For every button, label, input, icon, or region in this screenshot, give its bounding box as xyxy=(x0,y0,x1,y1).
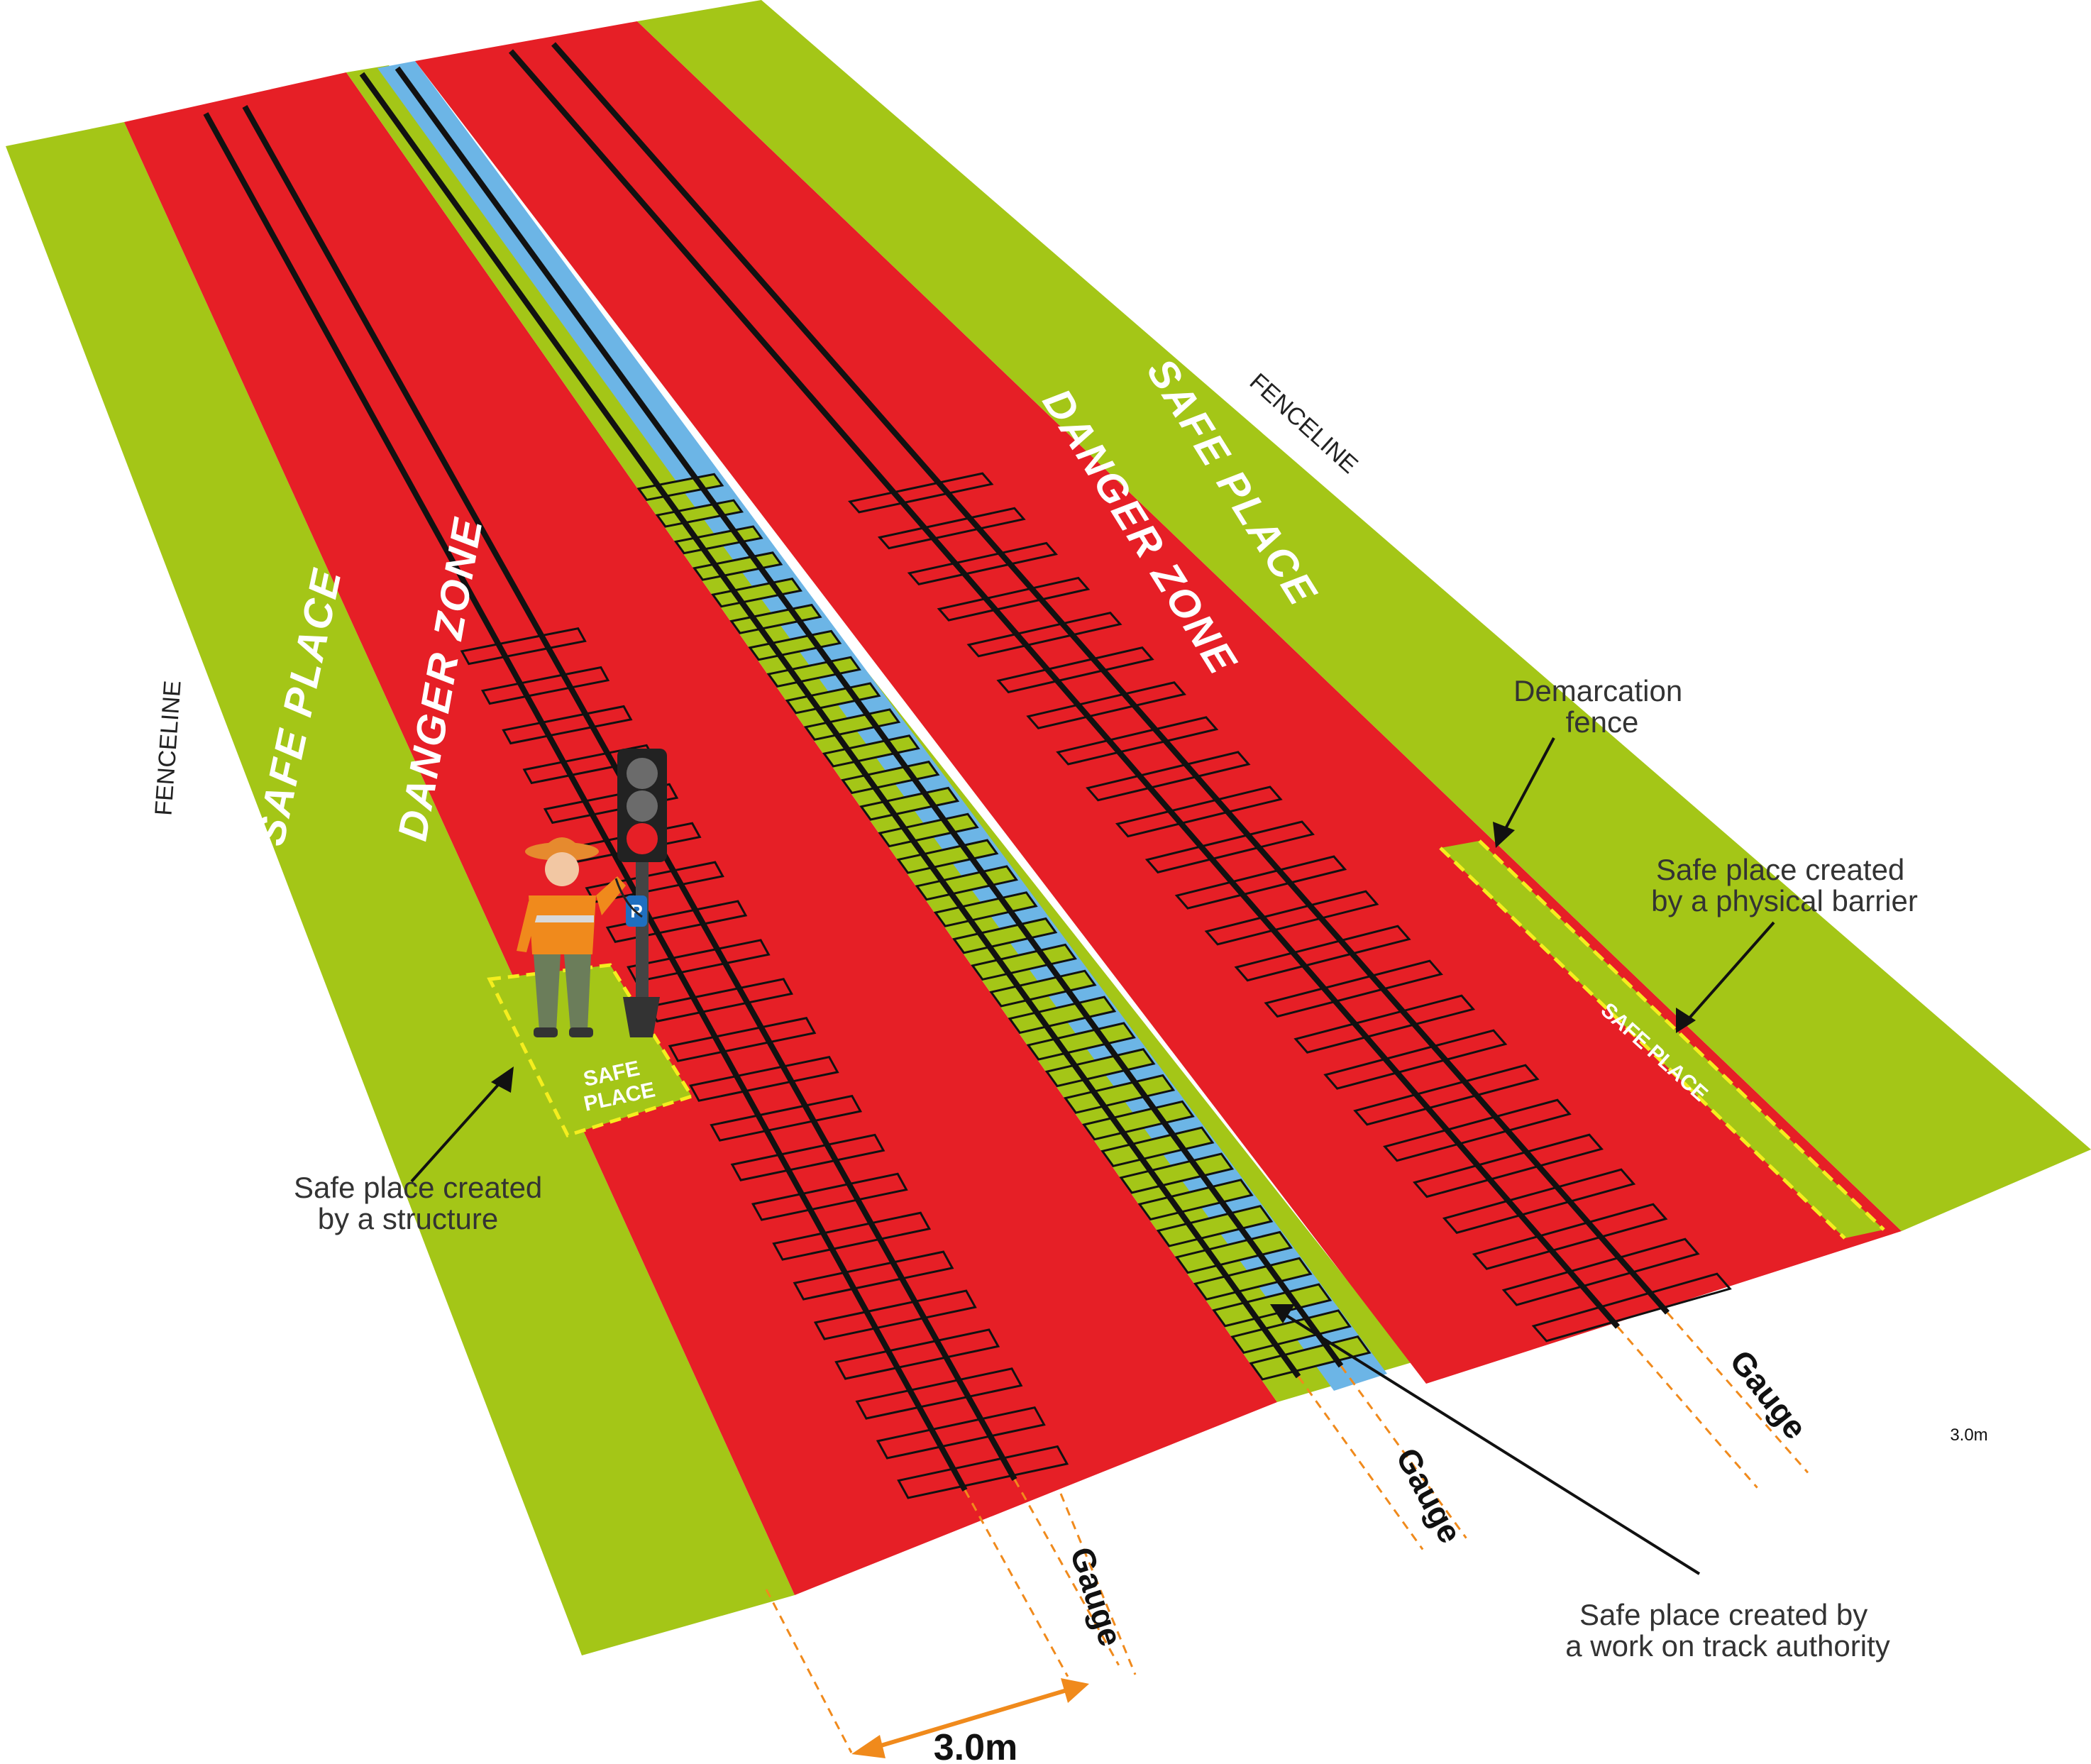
svg-text:Demarcation fence: Demarcation fence xyxy=(1513,674,1691,739)
svg-text:Safe place created by a wo: Safe place created by a work on track au… xyxy=(1565,1598,1890,1663)
sleeper-right xyxy=(1472,1203,1668,1270)
sleeper-middle xyxy=(693,551,783,581)
sleeper-middle xyxy=(896,839,999,874)
sleeper-middle xyxy=(878,812,979,848)
sleeper-right xyxy=(1264,959,1443,1018)
gauge-line-left-2 xyxy=(1013,1479,1120,1666)
barrier-callout-line1: Safe place created xyxy=(1656,853,1904,886)
sleeper-right xyxy=(1323,1029,1508,1090)
sleeper-middle xyxy=(1008,996,1117,1035)
rail-middle-1 xyxy=(359,72,1301,1379)
safe-place-right-band xyxy=(637,0,2091,1231)
sleeper-middle xyxy=(803,708,901,742)
dimension-extension-line-2 xyxy=(1059,1493,1137,1675)
sleeper-right xyxy=(1383,1098,1572,1162)
sleeper-middle xyxy=(1044,1048,1156,1088)
gauge-label-middle: Gauge xyxy=(1389,1442,1469,1549)
sleeper-middle xyxy=(1063,1074,1176,1114)
gauge-extension-lines xyxy=(765,1312,1809,1753)
demarcation-callout-line1: Demarcation xyxy=(1513,674,1682,707)
sleeper-middle xyxy=(636,473,724,502)
gauge-label-right: Gauge xyxy=(1723,1343,1814,1446)
svg-text:Safe place created by a ph: Safe place created by a physical barrier xyxy=(1651,853,1918,917)
danger-zone-left-band xyxy=(124,72,1277,1595)
sleeper-right xyxy=(1234,925,1411,982)
safe-place-barrier-strip xyxy=(1440,841,1884,1238)
sleeper-middle xyxy=(729,603,822,634)
sleeper-middle xyxy=(989,969,1097,1008)
sleeper-right xyxy=(1353,1064,1540,1126)
demarcation-fence xyxy=(1439,839,1885,1240)
sleeper-middle xyxy=(1174,1230,1293,1274)
gauge-line-left-1 xyxy=(964,1489,1069,1677)
sleeper-middle xyxy=(915,865,1019,901)
gauge-line-middle-2 xyxy=(1340,1365,1467,1539)
rail-right-2 xyxy=(551,42,1670,1315)
dimension-arrow xyxy=(851,1678,1089,1758)
sleeper-middle xyxy=(1193,1257,1313,1301)
sleeper-middle xyxy=(822,734,920,768)
fenceline-left-label: FENCELINE xyxy=(150,680,186,817)
sleeper-middle xyxy=(673,525,763,555)
structure-callout-line1: Safe place created xyxy=(294,1171,542,1204)
sleeper-right xyxy=(1293,994,1476,1054)
sleeper-middle xyxy=(971,943,1077,981)
rail-middle-2 xyxy=(395,66,1344,1368)
callout-arrows xyxy=(410,737,1775,1575)
sleeper-middle xyxy=(1137,1179,1254,1221)
dimension-extension-line-1 xyxy=(765,1589,853,1753)
barrier-callout-line2: by a physical barrier xyxy=(1651,884,1918,917)
gauge-line-middle-1 xyxy=(1297,1376,1424,1550)
sleeper-right xyxy=(1412,1133,1604,1198)
safe-place-left-band xyxy=(6,122,795,1655)
rail-left-1 xyxy=(203,112,968,1492)
sleeper-right xyxy=(1531,1272,1732,1343)
sleeper-right xyxy=(1501,1237,1700,1306)
sleeper-middle xyxy=(933,891,1038,927)
gauge-label-left: Gauge xyxy=(1063,1543,1130,1650)
sleeper-middle xyxy=(1156,1204,1274,1247)
authority-callout-line1: Safe place created by xyxy=(1579,1598,1867,1631)
demarcation-callout-line2: fence xyxy=(1566,705,1639,739)
sleeper-middle xyxy=(841,760,940,795)
sleeper-middle xyxy=(1082,1100,1195,1141)
svg-text:Safe place created by a st: Safe place created by a structure xyxy=(294,1171,551,1235)
sleeper-middle xyxy=(711,578,802,608)
callout-arrowheads xyxy=(491,822,1696,1323)
sleeper-middle xyxy=(1119,1152,1235,1194)
sleeper-middle xyxy=(1230,1309,1352,1355)
authority-callout-line2: a work on track authority xyxy=(1565,1629,1890,1663)
sleeper-middle xyxy=(859,786,960,821)
gauge-line-right-1 xyxy=(1616,1326,1758,1489)
sleeper-middle xyxy=(748,629,842,661)
sleeper-middle xyxy=(1100,1126,1215,1167)
gauge-line-right-2 xyxy=(1666,1312,1809,1474)
sleeper-middle xyxy=(952,917,1058,954)
sleeper-right xyxy=(1442,1168,1636,1235)
signal-post-icon: P xyxy=(617,749,667,1037)
structure-callout-line2: by a structure xyxy=(318,1202,498,1235)
danger-zone-right-band xyxy=(415,21,1902,1384)
sleeper-middle xyxy=(766,656,861,688)
rail-right-1 xyxy=(508,49,1621,1329)
sleeper-middle xyxy=(1026,1022,1136,1061)
sleeper-middle xyxy=(785,682,881,715)
dimension-label: 3.0m xyxy=(934,1727,1018,1764)
dimension-label-small: 3.0m xyxy=(1950,1426,1987,1445)
track-worker-icon xyxy=(517,837,643,1037)
sleeper-middle xyxy=(655,499,744,528)
